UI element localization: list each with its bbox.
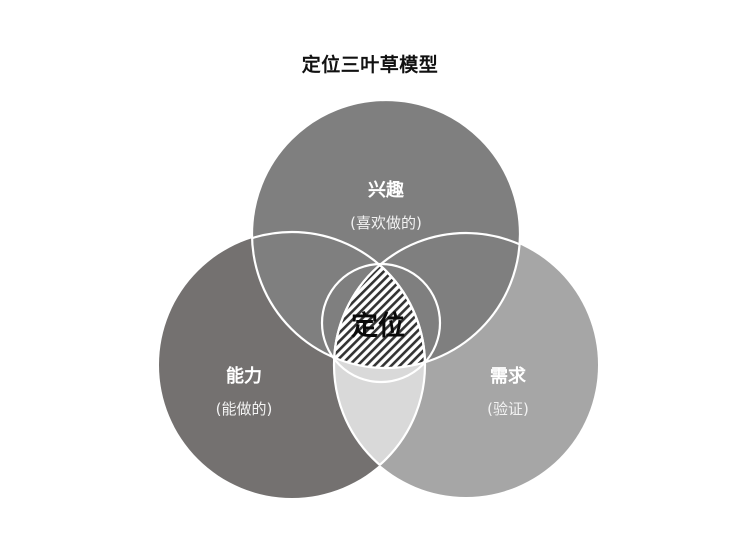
interest-title: 兴趣 — [368, 180, 404, 201]
interest-circle — [252, 100, 520, 368]
demand-subtitle: (验证) — [487, 400, 529, 418]
demand-label: 需求 (验证) — [487, 362, 529, 419]
positioning-region — [334, 233, 425, 368]
interest-label: 兴趣 (喜欢做的) — [350, 176, 422, 233]
demand-title: 需求 — [490, 366, 526, 387]
diagram-title: 定位三叶草模型 — [301, 54, 439, 76]
interest-subtitle: (喜欢做的) — [350, 214, 422, 232]
positioning-label: 定位 — [351, 311, 405, 342]
ability-subtitle: (能做的) — [215, 400, 273, 418]
ability-label: 能力 (能做的) — [216, 362, 273, 419]
ability-title: 能力 — [226, 366, 262, 387]
positioning-ring — [320, 262, 442, 384]
